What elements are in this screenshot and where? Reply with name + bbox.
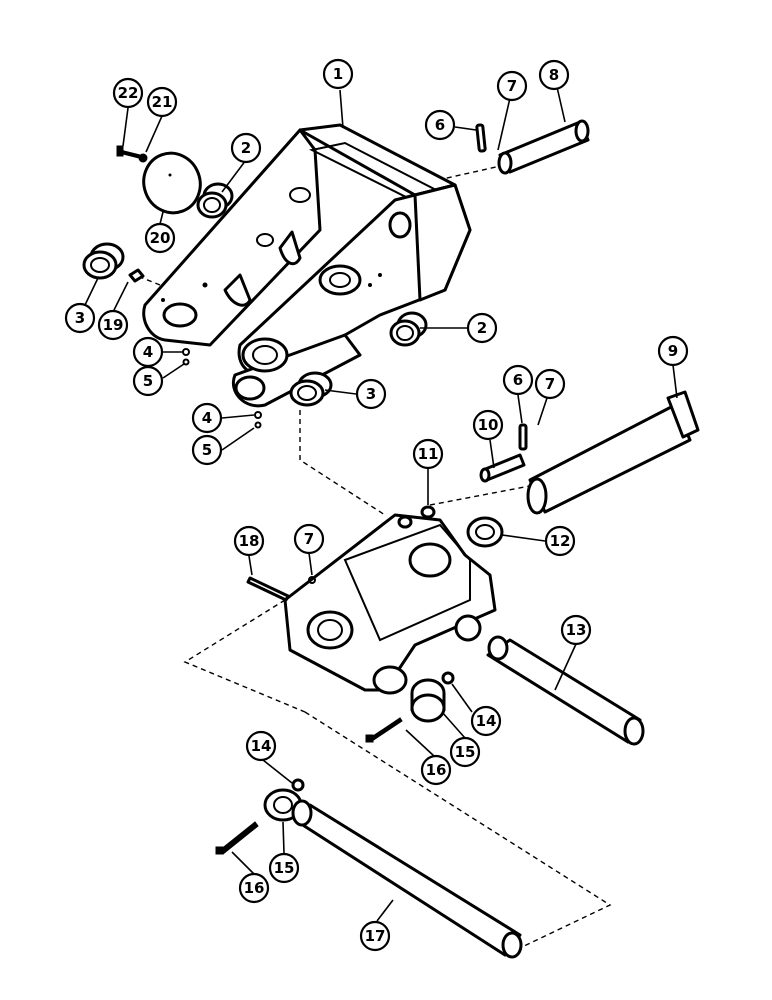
callout-19: 19 (97, 309, 129, 341)
callout-11: 11 (412, 438, 444, 470)
svg-text:21: 21 (152, 93, 173, 111)
bushing-part-3-left (82, 242, 125, 280)
callout-17: 17 (359, 920, 391, 952)
assembly-lines (134, 164, 612, 949)
nut-part-14-lower (291, 778, 305, 792)
callout-6: 6 (502, 364, 534, 396)
callout-21: 21 (146, 86, 178, 118)
callout-8: 8 (538, 59, 570, 91)
callout-2: 2 (466, 312, 498, 344)
callout-16: 16 (238, 872, 270, 904)
cover-plate-part-20 (142, 151, 202, 215)
roll-pin-part-6-upper (475, 123, 487, 153)
washer-part-12 (466, 516, 504, 548)
svg-text:16: 16 (426, 761, 447, 779)
svg-text:1: 1 (333, 65, 343, 83)
leader-lines (84, 86, 678, 922)
svg-text:16: 16 (244, 879, 265, 897)
callout-5: 5 (191, 434, 223, 466)
clip-part-7-lower (308, 576, 316, 584)
callout-18: 18 (233, 525, 265, 557)
pin-part-17 (291, 799, 523, 959)
callout-14: 14 (470, 705, 502, 737)
svg-text:7: 7 (545, 375, 555, 393)
callout-4: 4 (132, 336, 164, 368)
callout-6: 6 (424, 109, 456, 141)
bushing-part-2-upper (196, 182, 234, 219)
callout-7: 7 (496, 70, 528, 102)
svg-text:5: 5 (202, 441, 212, 459)
callout-4: 4 (191, 402, 223, 434)
callout-14: 14 (245, 730, 277, 762)
fittings-part-4-5 (182, 348, 262, 429)
pin-part-8 (497, 119, 590, 175)
callout-7: 7 (293, 523, 325, 555)
callout-1: 1 (322, 58, 354, 90)
nut-part-14-upper (441, 671, 455, 685)
callout-3: 3 (64, 302, 96, 334)
bolt-part-16-lower (215, 821, 259, 855)
svg-text:3: 3 (366, 385, 376, 403)
svg-text:14: 14 (476, 712, 497, 730)
svg-text:2: 2 (241, 139, 251, 157)
svg-text:6: 6 (435, 116, 445, 134)
callout-16: 16 (420, 754, 452, 786)
callout-5: 5 (132, 365, 164, 397)
svg-text:17: 17 (365, 927, 386, 945)
svg-text:3: 3 (75, 309, 85, 327)
roll-pin-part-6-lower (518, 423, 528, 451)
svg-text:4: 4 (202, 409, 212, 427)
bracket-part-11 (283, 505, 497, 695)
callout-10: 10 (472, 409, 504, 441)
svg-text:8: 8 (549, 66, 559, 84)
svg-text:15: 15 (274, 859, 295, 877)
callout-20: 20 (144, 222, 176, 254)
svg-text:11: 11 (418, 445, 439, 463)
svg-text:14: 14 (251, 737, 272, 755)
bushing-part-3-center (289, 371, 333, 407)
callout-15: 15 (449, 736, 481, 768)
callouts: 1 2 2 3 3 4 4 5 5 6 6 7 7 7 8 9 10 11 12… (64, 58, 689, 952)
svg-text:12: 12 (550, 532, 571, 550)
svg-text:5: 5 (143, 372, 153, 390)
callout-22: 22 (112, 77, 144, 109)
pin-part-10 (479, 453, 526, 483)
callout-9: 9 (657, 335, 689, 367)
bolt-part-16-upper (365, 717, 403, 743)
svg-text:7: 7 (507, 77, 517, 95)
svg-text:10: 10 (478, 416, 499, 434)
svg-text:22: 22 (118, 84, 139, 102)
svg-text:13: 13 (566, 621, 587, 639)
svg-text:9: 9 (668, 342, 678, 360)
callout-12: 12 (544, 525, 576, 557)
pin-part-13 (486, 635, 645, 746)
pin-part-9 (526, 390, 700, 515)
bushing-part-15-upper (410, 678, 446, 723)
svg-text:15: 15 (455, 743, 476, 761)
callout-15: 15 (268, 852, 300, 884)
svg-text:18: 18 (239, 532, 260, 550)
bushing-part-2-lower (389, 311, 428, 347)
svg-text:7: 7 (304, 530, 314, 548)
svg-text:20: 20 (150, 229, 171, 247)
callout-3: 3 (355, 378, 387, 410)
callout-13: 13 (560, 614, 592, 646)
svg-text:2: 2 (477, 319, 487, 337)
bolt-part-18 (246, 576, 290, 602)
svg-text:4: 4 (143, 343, 153, 361)
callout-2: 2 (230, 132, 262, 164)
bolt-part-22 (116, 145, 141, 159)
grease-fitting-part-19 (128, 268, 145, 283)
svg-text:6: 6 (513, 371, 523, 389)
svg-text:19: 19 (103, 316, 124, 334)
callout-7: 7 (534, 368, 566, 400)
main-frame-part-1 (142, 123, 472, 408)
